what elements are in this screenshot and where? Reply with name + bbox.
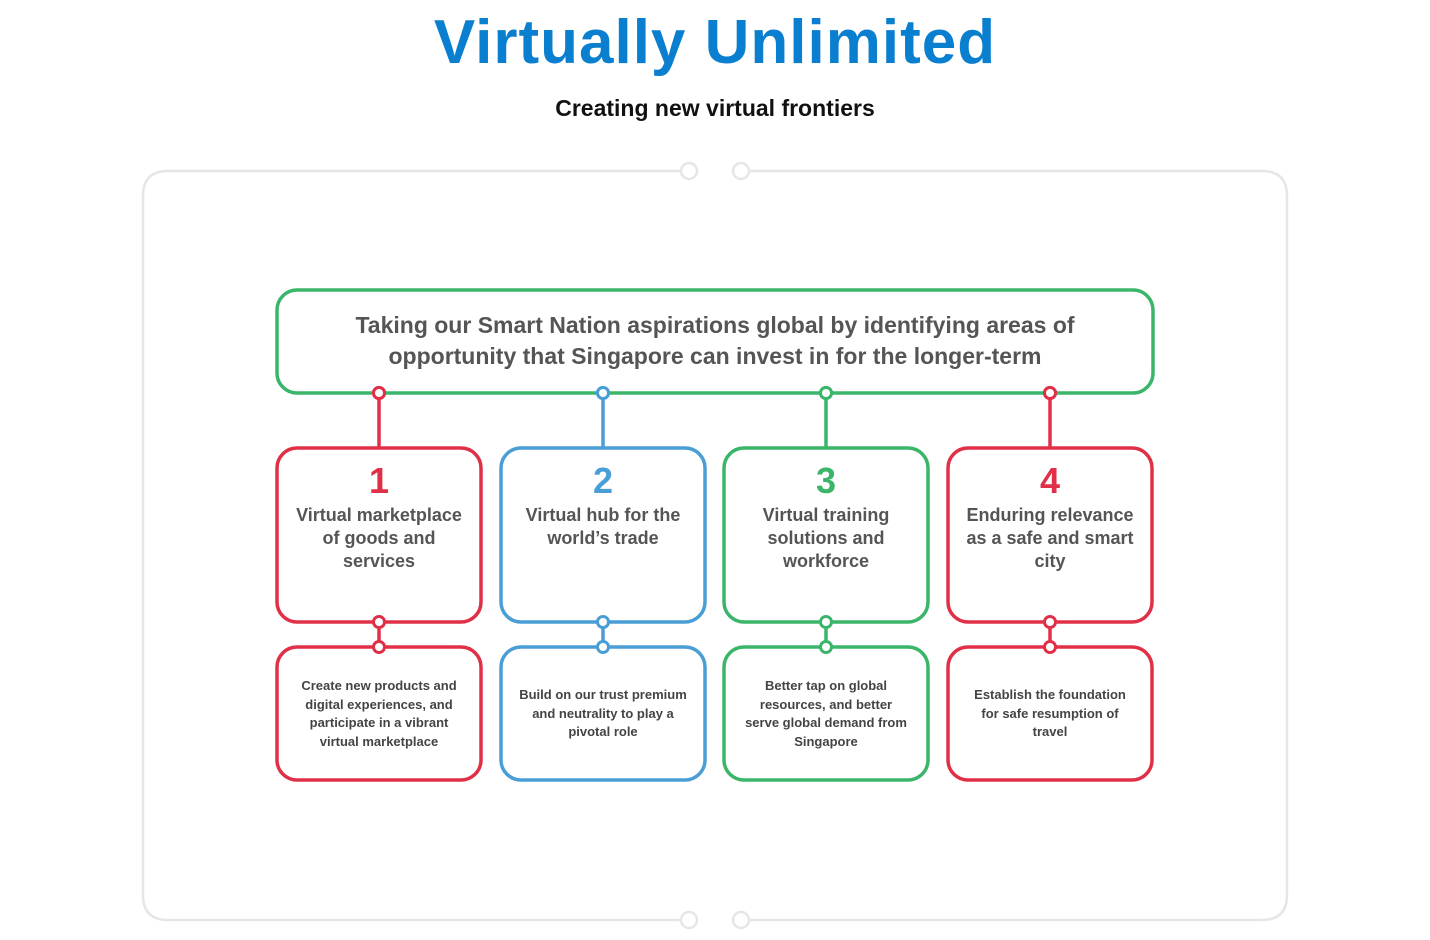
- pillar-2-label: Virtual hub for the world’s trade: [525, 505, 681, 548]
- pillar-1-number: 1: [368, 460, 390, 501]
- pillar-1-label: Virtual marketplace of goods and service…: [296, 505, 462, 571]
- pillar-1: 1 Virtual marketplace of goods and servi…: [279, 460, 479, 573]
- pillar-4-label: Enduring relevance as a safe and smart c…: [966, 505, 1134, 571]
- pillar-4: 4 Enduring relevance as a safe and smart…: [950, 460, 1150, 573]
- pillar-1-description: Create new products and digital experien…: [301, 678, 457, 749]
- outer-frame: [141, 169, 1289, 922]
- pillar-3: 3 Virtual training solutions and workfor…: [726, 460, 926, 573]
- header-box: [275, 288, 1155, 395]
- pillar-3-description: Better tap on global resources, and bett…: [745, 678, 907, 749]
- pillar-3-label: Virtual training solutions and workforce: [762, 505, 890, 571]
- pillar-2: 2 Virtual hub for the world’s trade: [503, 460, 703, 550]
- pillar-4-description: Establish the foundation for safe resump…: [974, 687, 1126, 740]
- page-subtitle: Creating new virtual frontiers: [555, 95, 875, 121]
- pillar-4-number: 4: [1039, 460, 1061, 501]
- header-statement: Taking our Smart Nation aspirations glob…: [355, 312, 1075, 369]
- pillar-3-number: 3: [815, 460, 837, 501]
- frame-connector-nodes: [679, 161, 751, 930]
- pillar-2-number: 2: [592, 460, 614, 501]
- pillar-2-description: Build on our trust premium and neutralit…: [519, 687, 687, 740]
- page-title: Virtually Unlimited: [433, 8, 997, 77]
- header-connector-nodes: [372, 386, 1057, 400]
